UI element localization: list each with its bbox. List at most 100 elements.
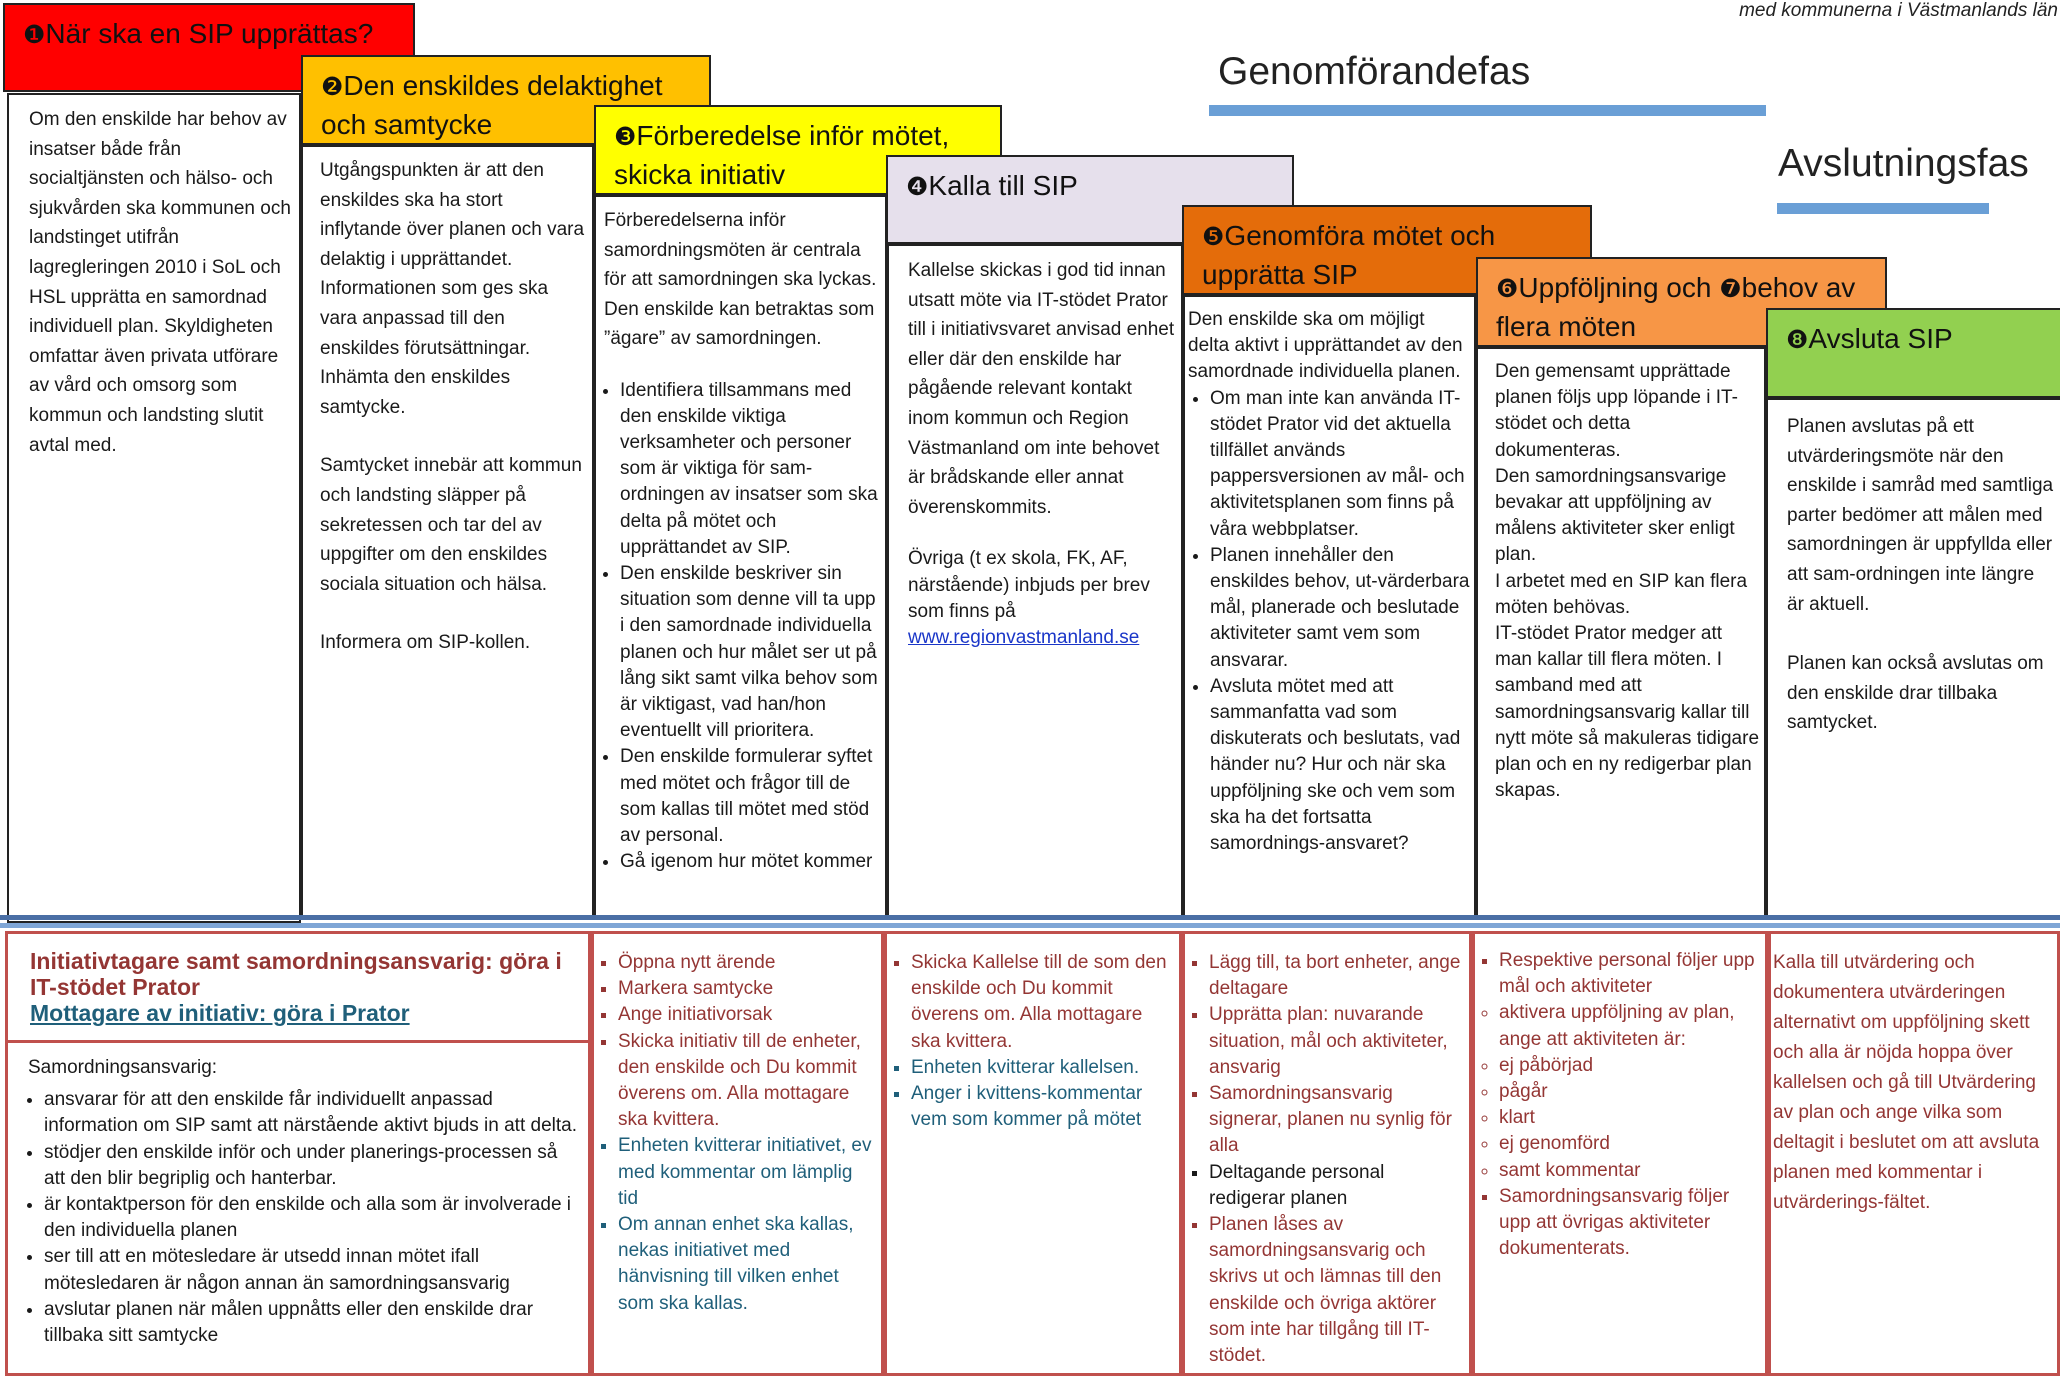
step-5-bullet: Om man inte kan använda IT-stödet Prator…: [1210, 386, 1470, 543]
prator-step-4-list: Skicka Kallelse till de som den enskilde…: [891, 950, 1175, 1133]
coordinator-bullet: ser till att en mötesledare är utsedd in…: [44, 1244, 582, 1296]
step-4-title: Kalla till SIP: [928, 170, 1078, 201]
step-4-header: ❹Kalla till SIP: [886, 155, 1294, 244]
step-2-paragraph-3: Informera om SIP-kollen.: [320, 632, 531, 654]
status-option: samt kommentar: [1499, 1158, 1761, 1184]
step-1-text: Om den enskilde har behov av insatser bå…: [29, 109, 291, 456]
step-8-body: Planen avslutas på ett utvärderingsmöte …: [1766, 398, 2060, 919]
step-5-body: Den enskilde ska om möjligt delta aktivt…: [1183, 295, 1476, 919]
step-3-bullet: Den enskilde formulerar syftet med mötet…: [620, 744, 883, 849]
step-3-bullet: Den enskilde beskriver sin situation som…: [620, 561, 883, 744]
phase-title-closing: Avslutningsfas: [1778, 142, 2029, 185]
prator-step-4-item: Skicka Kallelse till de som den enskilde…: [911, 950, 1175, 1055]
coordinator-bullet: avslutar planen när målen uppnåtts eller…: [44, 1297, 582, 1349]
step-4-paragraph-2: Övriga (t ex skola, FK, AF, närstående) …: [908, 548, 1150, 622]
prator-step-5-item: Deltagande personal redigerar planen: [1209, 1160, 1465, 1212]
step-5-bullet: Planen innehåller den enskildes behov, u…: [1210, 543, 1470, 674]
step-8-title: Avsluta SIP: [1808, 323, 1953, 354]
prator-step-6-item: Samordningsansvarig följer upp att övrig…: [1499, 1184, 1761, 1263]
step-3-bullet-list: Identifiera tillsammans med den enskilde…: [600, 378, 883, 876]
step-6-paragraph-4: IT-stödet Prator medger att man kallar t…: [1495, 623, 1760, 802]
step-3-bullet: Identifiera tillsammans med den enskilde…: [620, 378, 883, 561]
prator-step-6-list: Respektive personal följer upp mål och a…: [1479, 948, 1761, 1000]
coordinator-section: Samordningsansvarig: ansvarar för att de…: [8, 1043, 588, 1349]
step-3-header: ❸Förberedelse inför mötet, skicka initia…: [594, 105, 1002, 195]
section-divider: [0, 923, 2060, 928]
coordinator-bullet: är kontaktperson för den enskilde och al…: [44, 1192, 582, 1244]
prator-step-3-panel: Öppna nytt ärende Markera samtycke Ange …: [591, 931, 884, 1376]
step-6-body: Den gemensamt upprättade planen följs up…: [1476, 347, 1766, 919]
prator-step-6-item: aktivera uppföljning av plan, ange att a…: [1499, 1000, 1761, 1052]
prator-step-5-list: Lägg till, ta bort enheter, ange deltaga…: [1189, 950, 1465, 1369]
phase-title-implementation: Genomförandefas: [1218, 50, 1531, 93]
prator-step-6-item: Respektive personal följer upp mål och a…: [1499, 948, 1761, 1000]
step-8-header: ❽Avsluta SIP: [1766, 308, 2060, 398]
top-note: med kommunerna i Västmanlands län: [1739, 0, 2058, 21]
step-2-body: Utgångspunkten är att den enskildes ska …: [301, 145, 594, 919]
prator-step-3-item: Om annan enhet ska kallas, nekas initiat…: [618, 1212, 877, 1317]
step-1-body: Om den enskilde har behov av insatser bå…: [7, 93, 301, 923]
prator-step-8-text: Kalla till utvärdering och dokumentera u…: [1773, 952, 2040, 1213]
step-5-bullet-list: Om man inte kan använda IT-stödet Prator…: [1188, 386, 1470, 858]
step-6-number: ❻: [1496, 275, 1519, 303]
section-divider: [0, 915, 2060, 920]
step-5-number: ❺: [1202, 223, 1225, 251]
prator-step-3-item: Öppna nytt ärende: [618, 950, 877, 976]
step-6-paragraph-1: Den gemensamt upprättade planen följs up…: [1495, 361, 1738, 461]
prator-step-5-item: Samordningsansvarig signerar, planen nu …: [1209, 1081, 1465, 1160]
prator-step-8-panel: Kalla till utvärdering och dokumentera u…: [1768, 931, 2060, 1376]
prator-step-5-item: Lägg till, ta bort enheter, ange deltaga…: [1209, 950, 1465, 1002]
step-2-paragraph-1: Utgångspunkten är att den enskildes ska …: [320, 160, 585, 418]
step-4-number: ❹: [906, 173, 929, 201]
step-3-title: Förberedelse inför mötet, skicka initiat…: [614, 120, 950, 190]
prator-step-5-item: Planen låses av samordningsansvarig och …: [1209, 1212, 1465, 1369]
step-6-paragraph-3: I arbetet med en SIP kan flera möten beh…: [1495, 570, 1748, 618]
step-2-title: Den enskildes delaktighet och samtycke: [321, 70, 663, 140]
step-3-body: Förberedelserna inför samordningsmöten ä…: [594, 195, 887, 919]
receiver-heading: Mottagare av initiativ: göra i Prator: [30, 1000, 410, 1026]
status-option: ej påbörjad: [1499, 1053, 1761, 1079]
step-8-paragraph-1: Planen avslutas på ett utvärderingsmöte …: [1787, 416, 2054, 615]
prator-step-3-item: Enheten kvitterar initiativet, ev med ko…: [618, 1133, 877, 1212]
coordinator-bullet: stödjer den enskilde inför och under pla…: [44, 1140, 582, 1192]
step-6-paragraph-2: Den samordningsansvarige bevakar att upp…: [1495, 465, 1735, 566]
step-3-intro: Förberedelserna inför samordningsmöten ä…: [604, 210, 877, 349]
prator-step-4-item: Anger i kvittens-kommentar vem som komme…: [911, 1081, 1175, 1133]
prator-step-3-item: Markera samtycke: [618, 976, 877, 1002]
coordinator-label: Samordningsansvarig:: [28, 1057, 218, 1078]
phase-bar-implementation: [1209, 105, 1766, 116]
status-option: klart: [1499, 1105, 1761, 1131]
step-5-title: Genomföra mötet och upprätta SIP: [1202, 220, 1496, 290]
step-3-number: ❸: [614, 123, 637, 151]
step-2-number: ❷: [321, 73, 344, 101]
prator-instructions-panel: Initiativtagare samt samordningsansvarig…: [5, 931, 591, 1376]
prator-heading-box: Initiativtagare samt samordningsansvarig…: [8, 934, 588, 1043]
region-website-link[interactable]: www.regionvastmanland.se: [908, 626, 1140, 648]
prator-step-3-item: Ange initiativorsak: [618, 1002, 877, 1028]
step-3-bullet: Gå igenom hur mötet kommer: [620, 849, 883, 875]
step-5-bullet: Avsluta mötet med att sammanfatta vad so…: [1210, 674, 1470, 857]
prator-step-6-panel: Respektive personal följer upp mål och a…: [1472, 931, 1768, 1376]
status-option: ej genomförd: [1499, 1131, 1761, 1157]
prator-step-4-item: Enheten kvitterar kallelsen.: [911, 1055, 1175, 1081]
prator-step-4-panel: Skicka Kallelse till de som den enskilde…: [884, 931, 1182, 1376]
prator-step-6-list-2: Samordningsansvarig följer upp att övrig…: [1479, 1184, 1761, 1263]
step-4-paragraph-1: Kallelse skickas i god tid innan utsatt …: [908, 260, 1175, 518]
prator-step-5-panel: Lägg till, ta bort enheter, ange deltaga…: [1182, 931, 1472, 1376]
step-5-intro: Den enskilde ska om möjligt delta aktivt…: [1188, 309, 1463, 383]
coordinator-bullet: ansvarar för att den enskilde får indivi…: [44, 1087, 582, 1139]
step-1-header: ❶När ska en SIP upprättas?: [3, 3, 415, 92]
prator-step-5-item: Upprätta plan: nuvarande situation, mål …: [1209, 1002, 1465, 1081]
step-2-paragraph-2: Samtycket innebär att kommun och landsti…: [320, 455, 582, 595]
step-7-number: ❼: [1719, 275, 1742, 303]
prator-step-3-list: Öppna nytt ärende Markera samtycke Ange …: [598, 950, 877, 1317]
step-4-body: Kallelse skickas i god tid innan utsatt …: [887, 244, 1183, 919]
coordinator-bullet-list: ansvarar för att den enskilde får indivi…: [20, 1087, 582, 1349]
prator-step-3-item: Skicka initiativ till de enheter, den en…: [618, 1029, 877, 1134]
step-1-number: ❶: [23, 21, 46, 49]
step-8-number: ❽: [1786, 326, 1809, 354]
step-6-title: Uppföljning och: [1518, 272, 1712, 303]
initiator-heading: Initiativtagare samt samordningsansvarig…: [30, 948, 562, 1000]
phase-bar-closing: [1777, 203, 1989, 214]
prator-step-6-status-list: aktivera uppföljning av plan, ange att a…: [1479, 1000, 1761, 1052]
